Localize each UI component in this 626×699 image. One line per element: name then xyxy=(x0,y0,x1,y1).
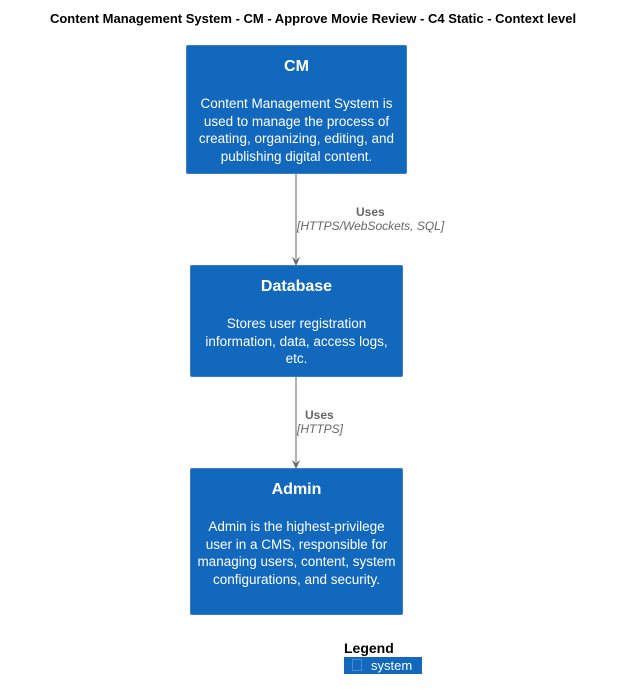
edge-database-admin-technology: [HTTPS] xyxy=(297,422,344,436)
arrowhead-admin xyxy=(292,460,300,469)
system-database[interactable]: Database Stores user registration inform… xyxy=(190,265,403,377)
system-admin-description: Admin is the highest-privilege user in a… xyxy=(197,519,396,587)
legend-title: Legend xyxy=(344,640,394,656)
system-cm[interactable]: CM Content Management System is used to … xyxy=(186,45,407,174)
edge-cm-database-label: Uses [HTTPS/WebSockets, SQL] xyxy=(297,205,444,233)
edge-cm-database-technology: [HTTPS/WebSockets, SQL] xyxy=(297,219,445,233)
system-admin[interactable]: Admin Admin is the highest-privilege use… xyxy=(190,468,403,615)
system-admin-name: Admin xyxy=(271,481,322,498)
edge-database-admin-label: Uses [HTTPS] xyxy=(297,408,343,436)
system-cm-name: CM xyxy=(284,58,309,75)
arrowhead-database xyxy=(292,257,300,266)
system-database-description: Stores user registration information, da… xyxy=(205,316,388,366)
legend-swatch-icon xyxy=(352,659,362,671)
edge-database-admin-name: Uses xyxy=(305,408,334,422)
legend-item-system: system xyxy=(344,657,422,674)
system-database-name: Database xyxy=(260,278,333,295)
edge-cm-database-name: Uses xyxy=(356,205,385,219)
diagram-title: Content Management System - CM - Approve… xyxy=(49,11,577,26)
legend-item-label: system xyxy=(371,658,413,673)
system-cm-description: Content Management System is used to man… xyxy=(198,96,395,164)
legend: Legend system xyxy=(344,640,422,674)
